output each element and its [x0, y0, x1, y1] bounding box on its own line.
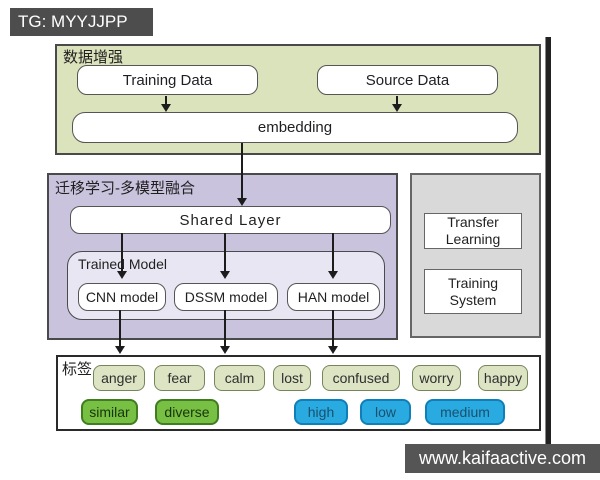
watermark-source-tag: TG: MYYJJPP	[10, 8, 153, 36]
arrow-embedding-to-shared-layer	[237, 143, 247, 206]
tag-confused: confused	[322, 365, 400, 391]
tag-medium: medium	[425, 399, 505, 425]
arrow-shared-to-dssm	[220, 233, 230, 279]
arrow-shared-to-han	[328, 233, 338, 279]
arrow-source-data-to-embedding	[392, 96, 402, 112]
watermark-website: www.kaifaactive.com	[405, 444, 600, 473]
arrow-dssm-to-labels	[220, 310, 230, 354]
tag-anger: anger	[93, 365, 145, 391]
node-training-system: Training System	[424, 269, 522, 314]
arrow-han-to-labels	[328, 310, 338, 354]
node-source-data: Source Data	[317, 65, 498, 95]
tag-similar: similar	[81, 399, 138, 425]
tag-calm: calm	[214, 365, 265, 391]
node-transfer-learning: Transfer Learning	[424, 213, 522, 249]
tag-happy: happy	[478, 365, 528, 391]
page-edge-bar	[545, 37, 551, 444]
node-shared-layer: Shared Layer	[70, 206, 391, 234]
node-dssm-model: DSSM model	[174, 283, 278, 311]
tag-lost: lost	[273, 365, 311, 391]
node-han-model: HAN model	[287, 283, 380, 311]
panel-labels-title: 标签	[62, 361, 93, 378]
node-training-data: Training Data	[77, 65, 258, 95]
tag-worry: worry	[412, 365, 461, 391]
arrow-shared-to-cnn	[117, 233, 127, 279]
node-embedding: embedding	[72, 112, 518, 143]
tag-fear: fear	[154, 365, 205, 391]
node-cnn-model: CNN model	[78, 283, 166, 311]
arrow-training-data-to-embedding	[161, 96, 171, 112]
tag-diverse: diverse	[155, 399, 219, 425]
tag-low: low	[360, 399, 411, 425]
panel-data-augmentation-title: 数据增强	[63, 49, 124, 66]
tag-high: high	[294, 399, 348, 425]
panel-model-fusion-title: 迁移学习-多模型融合	[55, 180, 195, 197]
arrow-cnn-to-labels	[115, 310, 125, 354]
